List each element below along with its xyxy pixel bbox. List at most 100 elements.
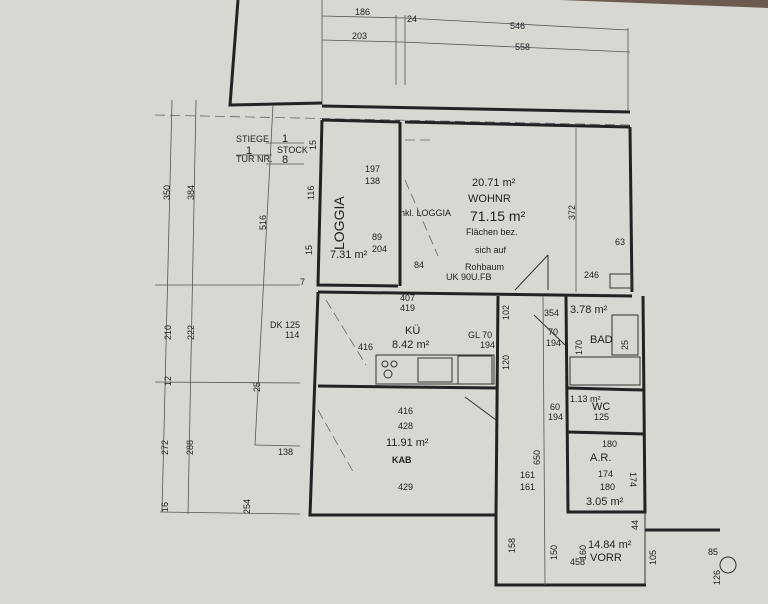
dimension-label: 125 bbox=[594, 412, 609, 422]
dimension-label: 1 bbox=[246, 145, 252, 157]
dimension-label: 25 bbox=[252, 382, 262, 392]
total-area: 71.15 m² bbox=[470, 208, 526, 224]
dimension-label: 272 bbox=[160, 440, 170, 455]
dim: 558 bbox=[515, 42, 530, 52]
left-dimensions: 350 384 516 210 222 12 25 272 288 16 254… bbox=[154, 99, 301, 515]
walls bbox=[308, 118, 720, 587]
door-marker-icon bbox=[719, 556, 737, 574]
dimension-label: 180 bbox=[600, 482, 615, 492]
dimension-label: 416 bbox=[358, 342, 373, 352]
bath-fixtures bbox=[569, 273, 641, 386]
dimension-label: 429 bbox=[398, 482, 413, 492]
dimension-label: UK 90U.FB bbox=[446, 272, 492, 282]
dimension-label: 1 bbox=[282, 133, 288, 145]
dimension-label: 63 bbox=[615, 237, 625, 247]
room-wc: 1.13 m² WC 125 60 194 bbox=[548, 394, 610, 422]
dimension-label: 416 bbox=[398, 406, 413, 416]
dimension-label: 384 bbox=[186, 185, 196, 200]
room-area: 20.71 m² bbox=[472, 177, 516, 189]
dimension-label: STIEGE bbox=[236, 134, 269, 144]
dimension-label: 222 bbox=[186, 325, 196, 340]
dimension-label: 16 bbox=[160, 502, 170, 512]
dimension-label: 158 bbox=[507, 538, 517, 553]
dimension-label: 204 bbox=[372, 244, 387, 254]
room-name: VORR bbox=[590, 552, 622, 564]
top-dimensions: 186 24 546 203 558 bbox=[321, 0, 631, 110]
dim: 546 bbox=[510, 21, 525, 31]
room-vorraum: 14.84 m² VORR 458 150 160 158 105 85 126… bbox=[507, 520, 737, 585]
room-area: 1.13 m² bbox=[570, 394, 601, 404]
dimension-label: 60 bbox=[550, 402, 560, 412]
dimension-label: 254 bbox=[242, 499, 252, 514]
dimension-label: 174 bbox=[598, 469, 613, 479]
room-area: 11.91 m² bbox=[386, 437, 429, 449]
dimension-label: 174 bbox=[628, 472, 638, 487]
dim: 24 bbox=[407, 14, 417, 24]
dimension-label: 12 bbox=[163, 376, 173, 386]
dimension-label: GL 70 bbox=[468, 330, 492, 340]
dimension-label: 138 bbox=[278, 447, 293, 457]
room-name: KÜ bbox=[405, 325, 420, 337]
dimension-label: 105 bbox=[648, 550, 658, 565]
dimension-label: 138 bbox=[365, 176, 380, 186]
dimension-label: 194 bbox=[480, 340, 495, 350]
dimension-label: 210 bbox=[163, 325, 173, 340]
dimension-label: 116 bbox=[306, 186, 316, 200]
dimension-label: 15 bbox=[304, 245, 314, 255]
dimension-label: 15 bbox=[308, 140, 318, 150]
dimension-label: 407 bbox=[400, 293, 415, 303]
dimension-label: 70 bbox=[548, 327, 558, 337]
dimension-label: 170 bbox=[574, 340, 584, 355]
dimension-label: 458 bbox=[570, 557, 585, 567]
room-area: 3.78 m² bbox=[570, 304, 608, 316]
dimension-label: 194 bbox=[546, 338, 561, 348]
dimension-label: 120 bbox=[501, 355, 511, 370]
dimension-label: 246 bbox=[584, 270, 599, 280]
dimension-label: 372 bbox=[567, 205, 577, 220]
dimension-label: 161 bbox=[520, 470, 535, 480]
dimension-label: 194 bbox=[548, 412, 563, 422]
dimension-label: inkl. LOGGIA bbox=[398, 208, 451, 218]
dimension-label: 180 bbox=[602, 439, 617, 449]
dimension-label: 419 bbox=[400, 303, 415, 313]
dimension-label: 7 bbox=[300, 277, 305, 287]
room-name: KAB bbox=[392, 455, 412, 465]
dimension-label: Flächen bez. bbox=[466, 227, 518, 237]
room-name: WC bbox=[592, 401, 610, 413]
dimension-label: 350 bbox=[162, 185, 172, 200]
room-wohnraum: 20.71 m² WOHNR inkl. LOGGIA 71.15 m² Flä… bbox=[398, 128, 625, 292]
dimension-label: 126 bbox=[712, 570, 722, 585]
dimension-label: 428 bbox=[398, 421, 413, 431]
heater-icon bbox=[609, 273, 633, 289]
room-kueche: 407 419 KÜ 8.42 m² 416 DK 125 114 GL 70 … bbox=[270, 293, 511, 370]
room-loggia: LOGGIA 7.31 m² 197 138 89 204 15 116 15 … bbox=[300, 140, 387, 287]
dimension-label: 25 bbox=[620, 340, 630, 350]
dimension-label: 516 bbox=[258, 215, 268, 230]
dimension-label: TÜR NR. bbox=[236, 154, 273, 164]
dimension-label: STOCK bbox=[277, 145, 308, 155]
dimension-label: 44 bbox=[630, 520, 640, 530]
room-area: 8.42 m² bbox=[392, 339, 430, 351]
dimension-label: 650 bbox=[532, 450, 542, 465]
room-bad: 3.78 m² BAD 354 170 70 194 25 bbox=[544, 304, 630, 355]
room-name: LOGGIA bbox=[331, 196, 347, 250]
dim: 203 bbox=[352, 31, 367, 41]
room-area: 14.84 m² bbox=[588, 539, 632, 551]
dimension-label: 114 bbox=[285, 330, 299, 340]
room-area: 3.05 m² bbox=[586, 496, 624, 508]
dim: 186 bbox=[355, 7, 370, 17]
dimension-label: 84 bbox=[414, 260, 424, 270]
dimension-label: 150 bbox=[549, 545, 559, 560]
dimension-label: 8 bbox=[282, 154, 288, 166]
room-name: WOHNR bbox=[468, 193, 511, 205]
dimension-label: 102 bbox=[501, 305, 511, 320]
door-swings bbox=[317, 139, 566, 476]
dimension-label: 89 bbox=[372, 232, 382, 242]
dimension-label: DK 125 bbox=[270, 320, 300, 330]
room-kabinett: 416 428 11.91 m² KAB 429 161 161 650 bbox=[386, 295, 546, 586]
dimension-label: 288 bbox=[185, 440, 195, 455]
dimension-label: 197 bbox=[365, 164, 380, 174]
title-block: STIEGE 1 1 STOCK TÜR NR. 8 bbox=[236, 133, 308, 166]
